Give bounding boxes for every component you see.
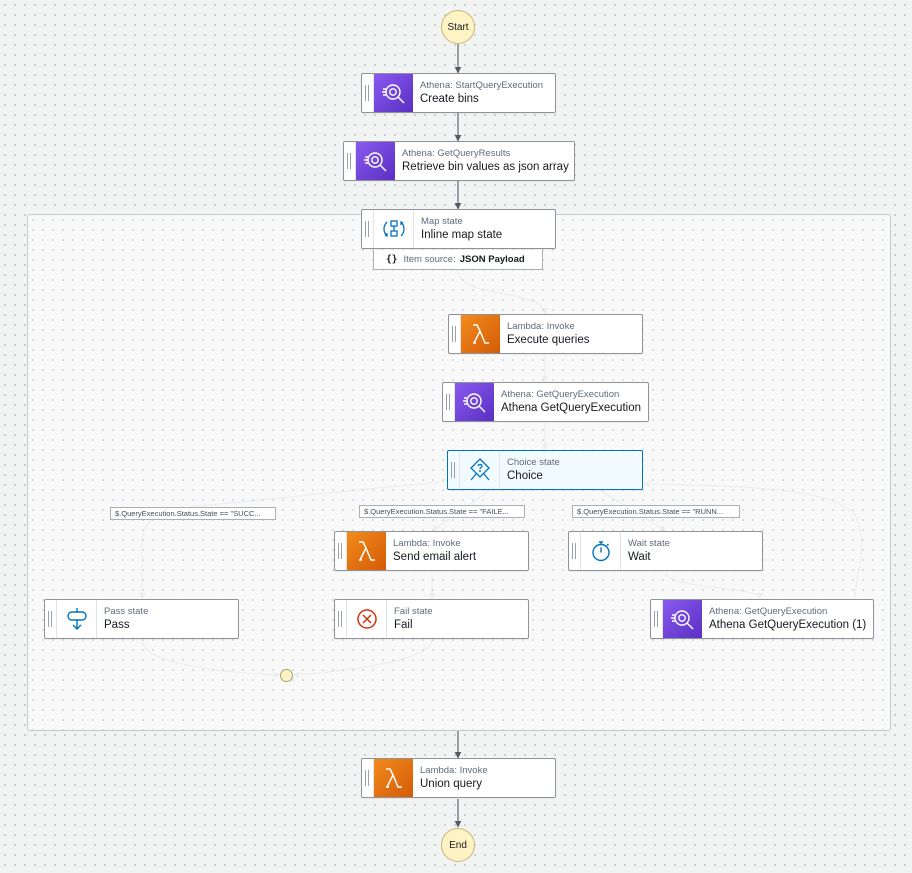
node-wait[interactable]: Wait state Wait [568,531,763,571]
braces-icon: {} [386,254,398,265]
drag-handle[interactable] [362,759,374,797]
node-create-bins[interactable]: Athena: StartQueryExecution Create bins [361,73,556,113]
node-type: Lambda: Invoke [507,321,575,332]
drag-handle[interactable] [344,142,356,180]
lambda-icon [374,759,413,797]
node-send-email-alert[interactable]: Lambda: Invoke Send email alert [334,531,529,571]
pass-state-icon [57,600,97,638]
node-type: Lambda: Invoke [420,765,488,776]
end-label: End [449,839,467,851]
node-choice[interactable]: Choice state Choice [447,450,643,490]
node-athena-get-query-execution[interactable]: Athena: GetQueryExecution Athena GetQuer… [442,382,649,422]
map-state-icon [374,210,414,248]
node-label: Fail [394,619,413,631]
node-fail[interactable]: Fail state Fail [334,599,529,639]
node-type: Map state [421,216,463,227]
node-type: Pass state [104,606,149,617]
node-type: Athena: StartQueryExecution [420,80,544,91]
drag-handle[interactable] [45,600,57,638]
item-source-value: JSON Payload [459,254,525,265]
drag-handle[interactable] [448,451,460,489]
node-label: Pass [104,619,130,631]
node-type: Athena: GetQueryExecution [501,389,620,400]
node-type: Wait state [628,538,670,549]
node-label: Choice [507,470,543,482]
node-label: Retrieve bin values as json array [402,161,569,173]
node-label: Execute queries [507,334,590,346]
drag-handle[interactable] [362,74,374,112]
lambda-icon [347,532,386,570]
node-type: Lambda: Invoke [393,538,461,549]
athena-query-icon [356,142,395,180]
start-label: Start [447,21,469,33]
athena-query-icon [455,383,494,421]
node-label: Send email alert [393,551,477,563]
drag-handle[interactable] [362,210,374,248]
node-type: Fail state [394,606,433,617]
athena-query-icon [374,74,413,112]
join-node[interactable] [280,669,293,682]
drag-handle[interactable] [443,383,455,421]
node-retrieve-bins[interactable]: Athena: GetQueryResults Retrieve bin val… [343,141,575,181]
wait-state-icon [581,532,621,570]
node-label: Create bins [420,93,479,105]
drag-handle[interactable] [569,532,581,570]
lambda-icon [461,315,500,353]
start-node[interactable]: Start [441,10,475,44]
item-source-prefix: Item source: [403,254,456,265]
node-label: Union query [420,778,483,790]
node-athena-get-query-execution-1[interactable]: Athena: GetQueryExecution Athena GetQuer… [650,599,874,639]
node-label: Wait [628,551,651,563]
fail-state-icon [347,600,387,638]
node-type: Choice state [507,457,560,468]
node-label: Inline map state [421,229,503,241]
drag-handle[interactable] [449,315,461,353]
condition-failed[interactable]: $.QueryExecution.Status.State == "FAILE.… [359,505,525,518]
choice-state-icon [460,451,500,489]
end-node[interactable]: End [441,828,475,862]
drag-handle[interactable] [335,600,347,638]
node-execute-queries[interactable]: Lambda: Invoke Execute queries [448,314,643,354]
node-label: Athena GetQueryExecution (1) [709,619,867,631]
node-inline-map[interactable]: Map state Inline map state [361,209,556,249]
condition-succeeded[interactable]: $.QueryExecution.Status.State == "SUCC..… [110,507,276,520]
node-type: Athena: GetQueryResults [402,148,511,159]
drag-handle[interactable] [335,532,347,570]
node-pass[interactable]: Pass state Pass [44,599,239,639]
drag-handle[interactable] [651,600,663,638]
node-label: Athena GetQueryExecution [501,402,641,414]
item-source-badge: {} Item source: JSON Payload [373,250,543,270]
condition-running[interactable]: $.QueryExecution.Status.State == "RUNN..… [572,505,740,518]
node-union-query[interactable]: Lambda: Invoke Union query [361,758,556,798]
athena-query-icon [663,600,702,638]
node-type: Athena: GetQueryExecution [709,606,828,617]
